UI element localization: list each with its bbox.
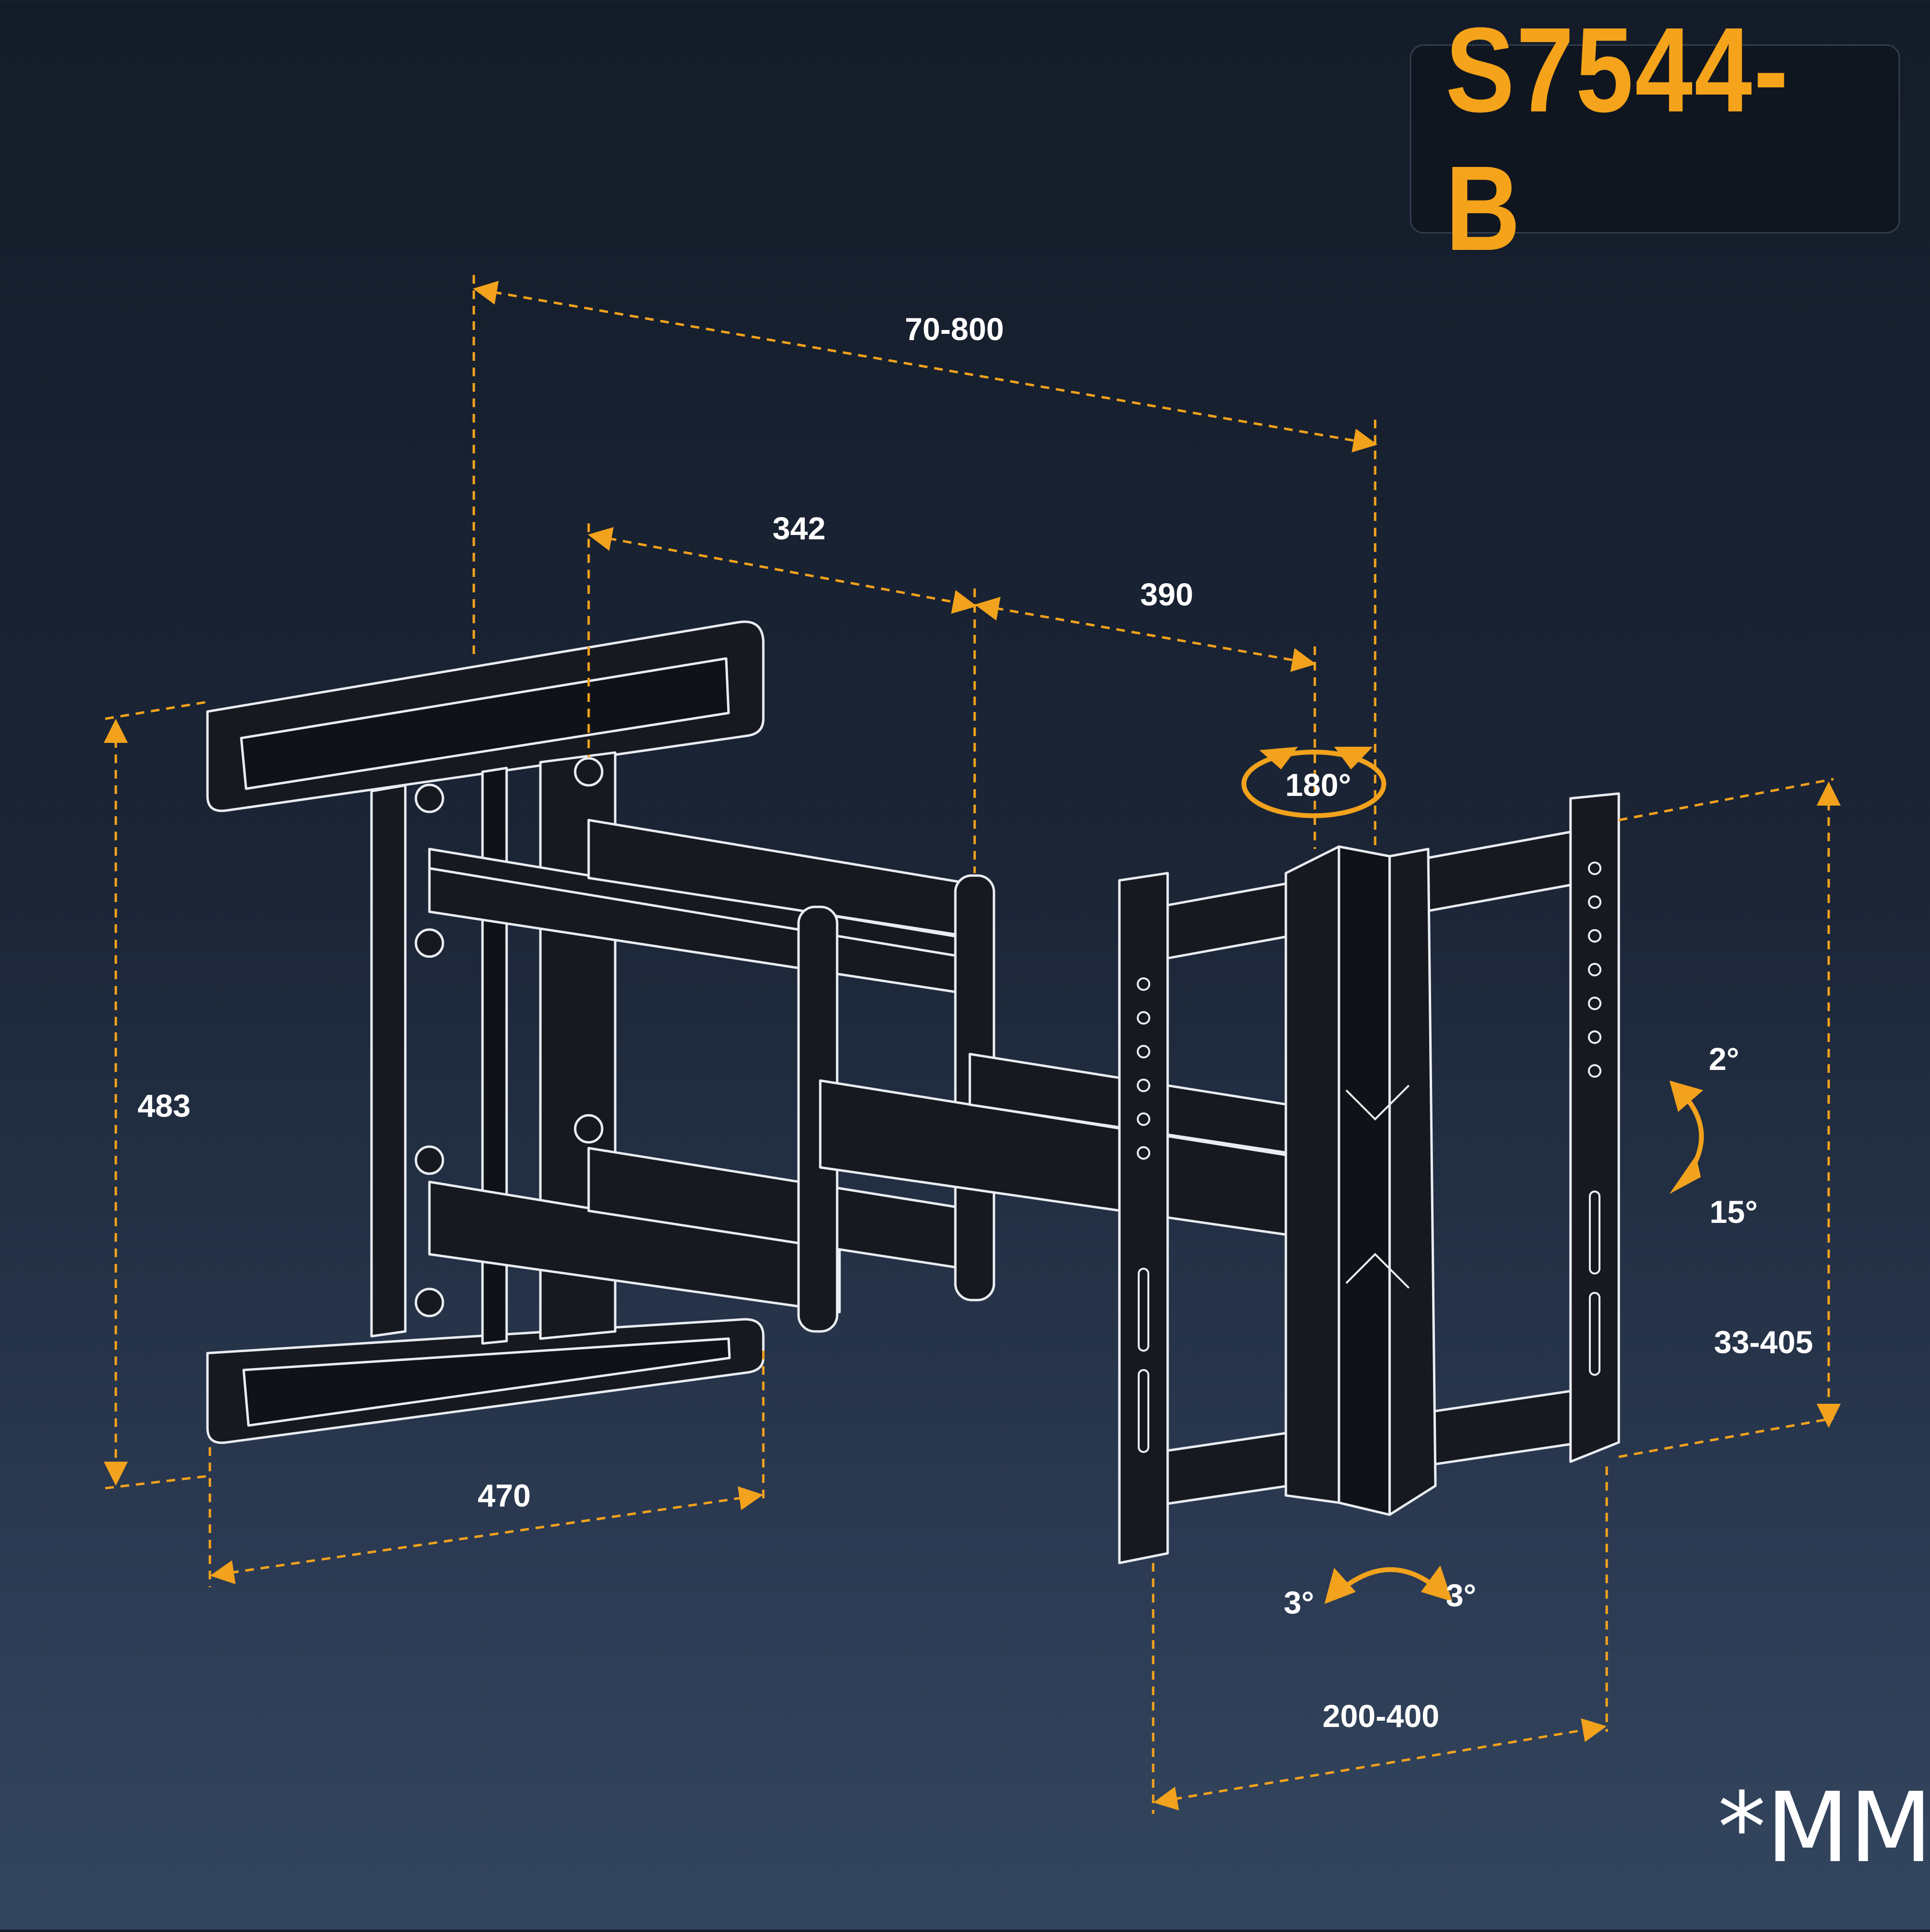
tilt-up-angle-label: 2°	[1709, 1041, 1739, 1077]
tilt-up-arrow-icon	[1669, 1081, 1703, 1112]
dim-arm-first-label: 342	[772, 510, 826, 546]
unit-label: *MM	[1718, 1772, 1930, 1884]
dim-plate-height-label: 483	[138, 1088, 191, 1124]
dim-vesa-vertical-label: 33-405	[1714, 1324, 1813, 1360]
level-left-angle-label: 3°	[1283, 1585, 1314, 1620]
arm-assembly	[414, 757, 1290, 1333]
level-right-angle-label: 3°	[1446, 1577, 1476, 1613]
level-indicator	[1324, 1565, 1452, 1604]
dim-vesa-horizontal-label: 200-400	[1323, 1698, 1439, 1734]
strap-holes	[1137, 862, 1601, 1453]
level-left-arrow-icon	[1324, 1568, 1356, 1604]
swivel-arrow-right-icon	[1334, 747, 1373, 769]
tilt-down-angle-label: 15°	[1709, 1194, 1758, 1230]
swivel-indicator	[1241, 747, 1386, 818]
level-right-arrow-icon	[1421, 1565, 1452, 1602]
swivel-arrow-left-icon	[1259, 747, 1298, 769]
model-number: S7544-B	[1445, 2, 1790, 275]
dim-plate-width-label: 470	[478, 1478, 531, 1513]
swivel-angle-label: 180°	[1285, 767, 1351, 803]
wall-plate	[206, 620, 765, 1444]
model-badge: S7544-B	[1410, 2, 1900, 275]
tilt-down-arrow-icon	[1669, 1155, 1701, 1194]
tv-bracket	[1118, 792, 1620, 1564]
dimension-lines	[104, 275, 1841, 1814]
tilt-indicator	[1669, 1081, 1704, 1194]
dim-arm-second-label: 390	[1140, 576, 1193, 612]
dim-extension-label: 70-800	[905, 311, 1004, 347]
